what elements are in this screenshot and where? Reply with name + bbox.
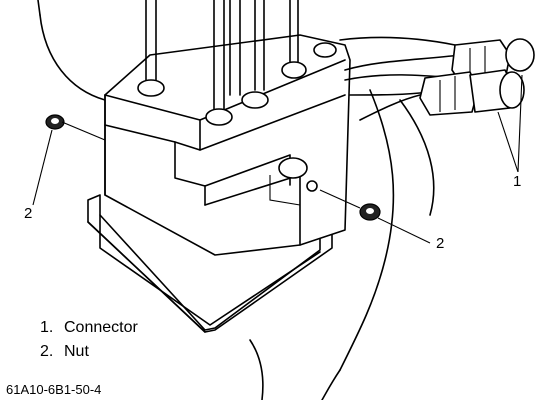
figure-code: 61A10-6B1-50-4 [6, 382, 101, 397]
connector-lower [419, 69, 525, 116]
brake-pipes [137, 0, 337, 126]
nut-left [45, 114, 106, 141]
legend: 1. Connector 2. Nut [40, 319, 138, 360]
legend-number-2: 2. [40, 343, 53, 360]
legend-text-connector: Connector [64, 319, 138, 336]
leader-lines [32, 74, 523, 244]
legend-text-nut: Nut [64, 343, 89, 360]
callout-nut-left: 2 [24, 205, 32, 222]
callout-nut-right: 2 [436, 235, 444, 252]
legend-number-1: 1. [40, 319, 53, 336]
body-panel [37, 0, 456, 400]
hydraulic-unit-body [104, 34, 351, 256]
callout-connector: 1 [513, 173, 521, 190]
nut-right [306, 180, 381, 221]
